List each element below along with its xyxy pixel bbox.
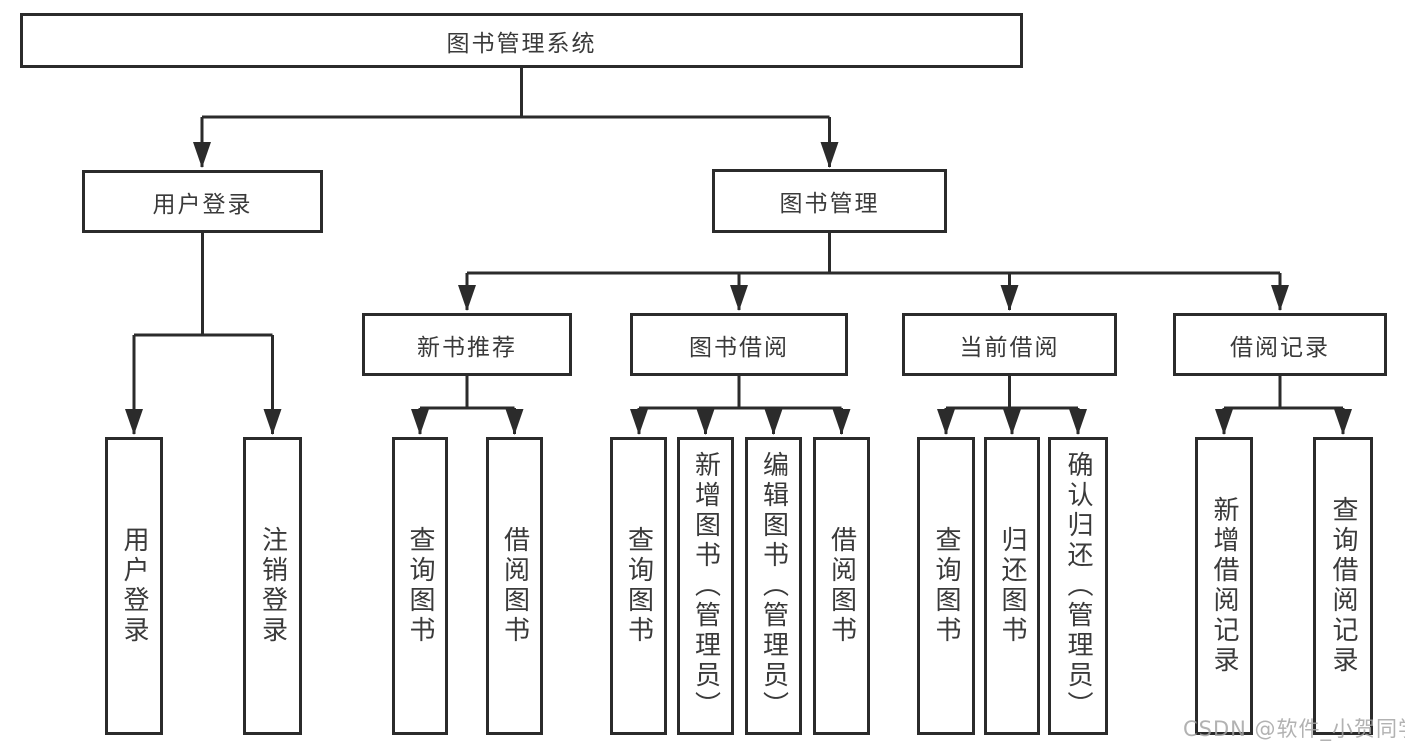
node-new-book-recommendation: 新书推荐 bbox=[362, 313, 572, 376]
leaf-add-books-admin: 新增图书（管理员） bbox=[677, 437, 734, 735]
leaf-recommend-query-books: 查询图书 bbox=[392, 437, 448, 735]
leaf-borrowing-query-books: 查询图书 bbox=[610, 437, 667, 735]
leaf-edit-books-admin: 编辑图书（管理员） bbox=[745, 437, 802, 735]
leaf-current-query-books-label: 查询图书 bbox=[931, 526, 961, 646]
node-borrowing-records: 借阅记录 bbox=[1173, 313, 1387, 376]
leaf-user-login: 用户登录 bbox=[105, 437, 163, 735]
leaf-add-borrow-record: 新增借阅记录 bbox=[1195, 437, 1253, 735]
leaf-borrow-books: 借阅图书 bbox=[813, 437, 870, 735]
leaf-recommend-query-books-label: 查询图书 bbox=[405, 526, 435, 646]
leaf-recommend-borrow-books: 借阅图书 bbox=[486, 437, 543, 735]
leaf-return-books: 归还图书 bbox=[984, 437, 1040, 735]
leaf-return-books-label: 归还图书 bbox=[997, 526, 1027, 646]
watermark: CSDN @软件_小贺同学 bbox=[1183, 717, 1405, 741]
leaf-recommend-borrow-books-label: 借阅图书 bbox=[499, 526, 530, 646]
leaf-current-query-books: 查询图书 bbox=[917, 437, 975, 735]
leaf-logout-login-label: 注销登录 bbox=[257, 526, 288, 646]
leaf-borrowing-query-books-label: 查询图书 bbox=[623, 526, 654, 646]
leaf-query-borrow-record: 查询借阅记录 bbox=[1313, 437, 1373, 735]
leaf-add-books-admin-label: 新增图书（管理员） bbox=[690, 451, 721, 721]
node-current-borrowing: 当前借阅 bbox=[902, 313, 1117, 376]
leaf-confirm-return-admin-label: 确认归还（管理员） bbox=[1063, 451, 1093, 721]
leaf-add-borrow-record-label: 新增借阅记录 bbox=[1209, 496, 1239, 676]
leaf-confirm-return-admin: 确认归还（管理员） bbox=[1048, 437, 1108, 735]
node-book-borrowing: 图书借阅 bbox=[630, 313, 848, 376]
node-book-management: 图书管理 bbox=[712, 169, 947, 233]
leaf-edit-books-admin-label: 编辑图书（管理员） bbox=[758, 451, 789, 721]
node-library-system: 图书管理系统 bbox=[20, 13, 1023, 68]
leaf-query-borrow-record-label: 查询借阅记录 bbox=[1328, 496, 1358, 676]
leaf-user-login-label: 用户登录 bbox=[119, 526, 149, 646]
node-user-login: 用户登录 bbox=[82, 170, 323, 233]
leaf-borrow-books-label: 借阅图书 bbox=[826, 526, 857, 646]
leaf-logout-login: 注销登录 bbox=[243, 437, 302, 735]
